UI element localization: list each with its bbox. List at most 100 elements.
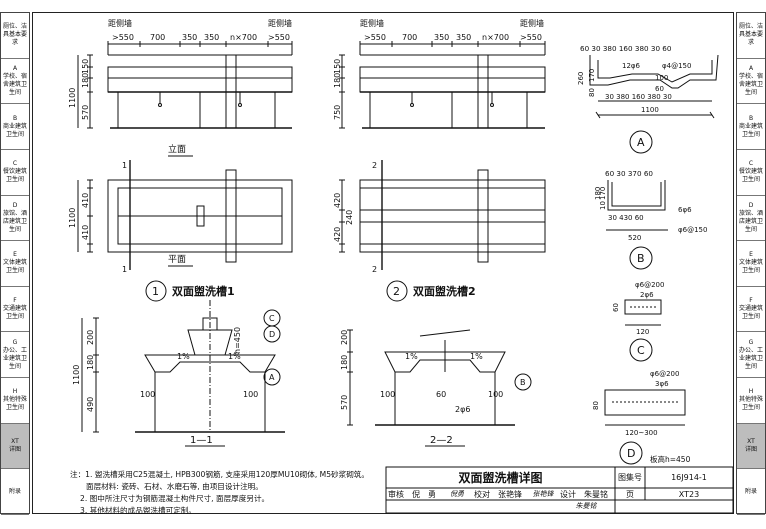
sidebar-item-letter: D — [12, 201, 18, 209]
detail-b-520: 520 — [628, 234, 641, 242]
dim-490-sec1: 490 — [86, 397, 95, 412]
note-line-4: 3. 其他材料的成品盥洗槽可定制。 — [80, 506, 196, 515]
dim-550-2: >550 — [268, 33, 290, 42]
detail-c — [624, 299, 662, 362]
sidebar-item-x-10[interactable]: 附录 — [1, 469, 29, 515]
dim-100-sec2b: 100 — [488, 390, 503, 399]
detail-a-bottom-dims: 30 380 160 380 30 — [605, 93, 672, 101]
review-label: 审核 — [388, 489, 404, 499]
detail-a-label: A — [637, 136, 645, 149]
sidebar-item-label: 详图 — [744, 446, 757, 454]
dim-750-elev2: 750 — [333, 105, 342, 120]
detail-b-170: 170 — [599, 187, 607, 200]
cut-mark-1-bottom: 1 — [122, 265, 127, 274]
trough1-title: 双面盥洗槽1 — [172, 284, 235, 298]
sidebar-item-label: 餐饮建筑卫生间 — [3, 168, 28, 184]
dim-200-sec1: 200 — [86, 330, 95, 345]
sidebar-item-x-10[interactable]: 附录 — [737, 469, 765, 515]
dim-100-sec2a: 100 — [380, 390, 395, 399]
dim-1100-elev1: 1100 — [68, 88, 77, 108]
design-label: 设计 — [560, 489, 576, 499]
sidebar-item-label: 旅馆、酒店建筑卫生间 — [3, 209, 28, 233]
dist-wall-label-3: 距侧墙 — [360, 18, 384, 28]
callout-a-sec1: A — [269, 373, 275, 382]
sidebar-item-label: 附录 — [744, 487, 757, 495]
detail-d-label: D — [627, 447, 635, 460]
detail-c-rebar1: φ6@200 — [635, 281, 664, 289]
dim-700-2: 700 — [402, 33, 417, 42]
detail-b-10: 10 — [599, 201, 607, 210]
trough2-title: 双面盥洗槽2 — [413, 284, 476, 298]
cut-mark-2-bottom: 2 — [372, 265, 377, 274]
detail-c-120: 120 — [636, 328, 649, 336]
detail-b-mid-dims: 30 430 60 — [608, 214, 644, 222]
dist-wall-label-2: 距侧墙 — [268, 18, 292, 28]
dim-550-1: >550 — [112, 33, 134, 42]
dist-wall-label-1: 距侧墙 — [108, 18, 132, 28]
page-number: XT23 — [678, 489, 700, 499]
dim-200-sec2: 200 — [340, 330, 349, 345]
sidebar-item-label: 附录 — [8, 487, 21, 495]
sidebar-item-label: 学校、宿舍建筑卫生间 — [739, 72, 764, 96]
slope-sec1b: 1% — [228, 352, 241, 361]
detail-b — [606, 180, 668, 270]
detail-a-rebar1: 12φ6 — [622, 62, 641, 70]
detail-d — [604, 389, 686, 465]
designer-name: 朱曼铭 — [584, 489, 608, 499]
detail-b-rebar1: 6φ6 — [678, 206, 692, 214]
trough1-plan — [77, 160, 293, 270]
sidebar-item-x-0[interactable]: 厕位、洁具基本要求 — [737, 13, 765, 59]
sidebar-item-letter: A — [12, 64, 18, 72]
dim-570-elev1: 570 — [81, 105, 90, 120]
dim-180-sec2: 180 — [340, 355, 349, 370]
detail-a-260: 260 — [577, 72, 585, 85]
detail-a-100: 100 — [655, 74, 668, 82]
sidebar-item-label: 文体建筑卫生间 — [739, 259, 764, 275]
dim-180-sec1: 180 — [86, 355, 95, 370]
note-line-1: 注：1. 盥洗槽采用C25混凝土, HPB300钢筋, 支座采用120厚MU10… — [70, 470, 369, 479]
sidebar-item-letter: G — [748, 338, 754, 346]
title-block: 双面盥洗槽详图 图集号 16J914-1 审核 倪 勇 倪勇 校对 张艳锋 张艳… — [386, 467, 733, 513]
sidebar-item-label: 交通建筑卫生间 — [3, 305, 28, 321]
sidebar-item-label: 旅馆、酒店建筑卫生间 — [739, 209, 764, 233]
section-1-1-title: 1—1 — [190, 435, 213, 446]
dim-1100-sec1: 1100 — [72, 365, 81, 385]
sidebar-item-label: 商业建筑卫生间 — [739, 122, 764, 138]
dim-n700-2: n×700 — [482, 33, 509, 42]
sidebar-item-x-0[interactable]: 厕位、洁具基本要求 — [1, 13, 29, 59]
sidebar-item-label: 交通建筑卫生间 — [739, 305, 764, 321]
sidebar-item-letter: C — [748, 160, 754, 168]
elev-title-1: 立面 — [168, 143, 186, 155]
title-block-lines — [385, 466, 734, 514]
detail-b-rebar2: φ6@150 — [678, 226, 707, 234]
detail-d-note: 板高h=450 — [650, 454, 691, 464]
sidebar-item-label: 办公、工业建筑卫生间 — [3, 346, 28, 370]
detail-b-label: B — [637, 252, 645, 265]
detail-d-span: 120~300 — [625, 429, 658, 437]
detail-a — [589, 54, 719, 154]
dim-550-4: >550 — [520, 33, 542, 42]
sidebar-item-letter: XT — [747, 438, 755, 446]
sidebar-item-letter: D — [748, 201, 754, 209]
sidebar-item-letter: F — [13, 297, 17, 305]
designer-signature: 朱曼铭 — [575, 502, 597, 510]
